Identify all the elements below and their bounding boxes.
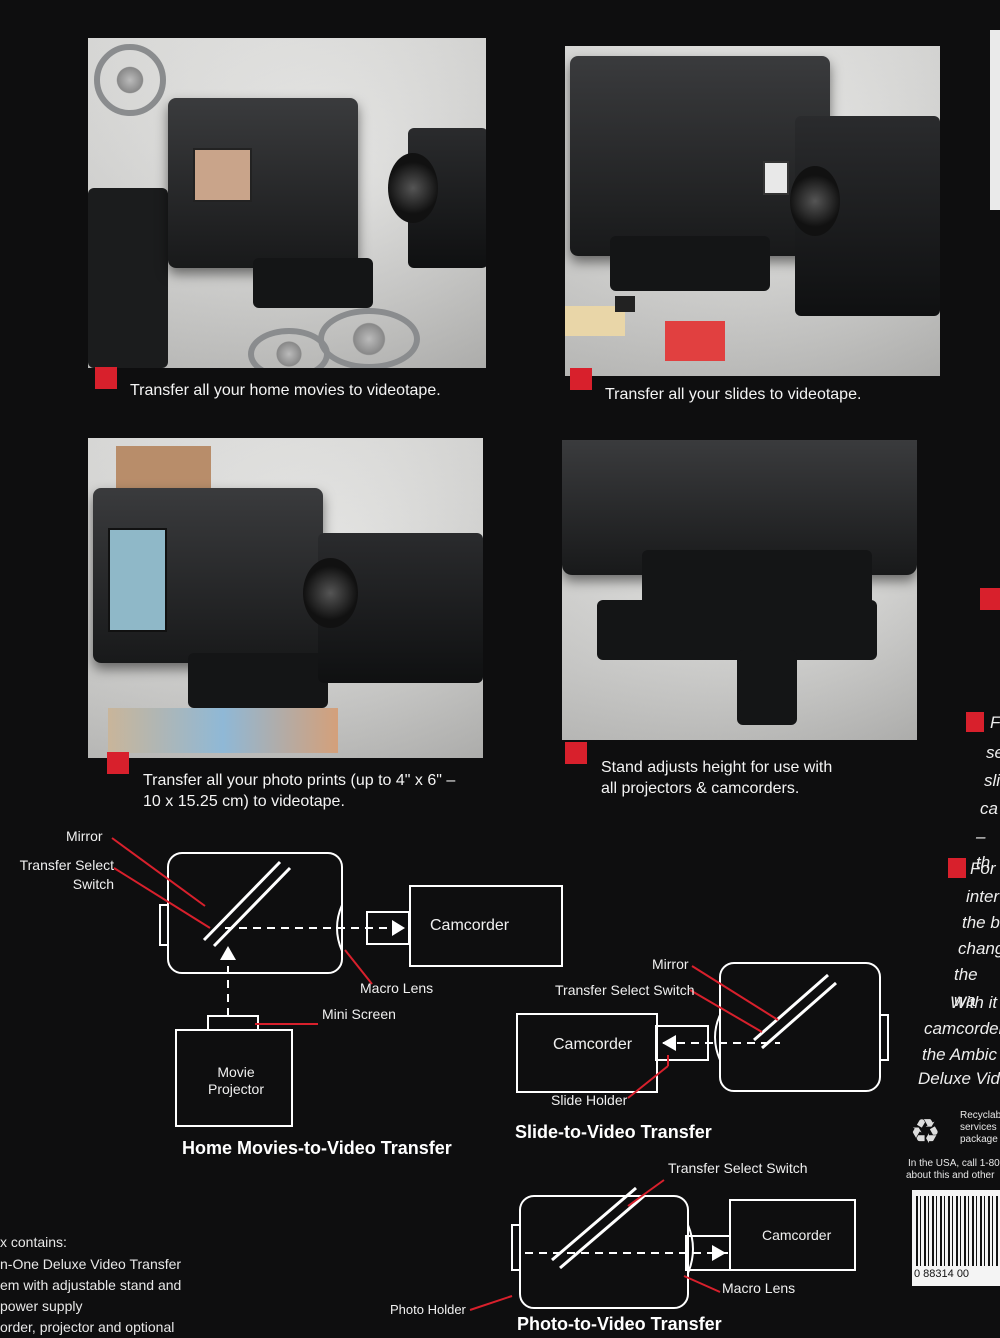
bullet-icon — [565, 742, 587, 764]
contents-line-3: em with adjustable stand and — [0, 1277, 182, 1293]
caption-slides: Transfer all your slides to videotape. — [605, 386, 862, 403]
bullet-icon — [966, 712, 984, 732]
contents-line-1: x contains: — [0, 1234, 67, 1250]
caption-stand: Stand adjusts height for use with all pr… — [601, 759, 833, 797]
edge-text: the wa — [954, 965, 978, 1010]
label-camcorder: Camcorder — [553, 1036, 633, 1053]
label-mirror: Mirror — [66, 828, 103, 844]
photo-home-movies — [88, 38, 486, 368]
edge-text: Deluxe Vid — [918, 1069, 1000, 1088]
photo-prints — [88, 438, 483, 758]
label-transfer-select-switch: Transfer Select Switch — [555, 982, 695, 998]
caption-prints: Transfer all your photo prints (up to 4"… — [143, 772, 456, 810]
contents-line-5: order, projector and optional — [0, 1319, 175, 1335]
bullet-icon — [980, 588, 1000, 610]
contents-line-4: power supply — [0, 1298, 83, 1314]
edge-strip — [990, 30, 1000, 210]
film-reel-icon — [94, 44, 166, 116]
usa-text: In the USA, call 1-80 — [908, 1158, 1000, 1169]
label-photo-holder: Photo Holder — [390, 1302, 466, 1317]
label-slide-holder: Slide Holder — [551, 1092, 628, 1108]
recycle-icon: ♻ — [910, 1113, 941, 1151]
usa-text: about this and other — [906, 1170, 995, 1181]
edge-text: sli — [984, 771, 1000, 790]
title-slide: Slide-to-Video Transfer — [515, 1122, 712, 1142]
label-transfer-select-switch: Transfer Select Switch — [668, 1160, 808, 1176]
label-macro-lens: Macro Lens — [722, 1280, 796, 1296]
label-transfer-select-switch: Transfer Select Switch — [19, 857, 114, 892]
recycle-text: Recyclab — [960, 1110, 1000, 1121]
upc-number: 0 88314 00 — [914, 1268, 970, 1280]
label-macro-lens: Macro Lens — [360, 980, 434, 996]
edge-text: ca — [980, 799, 998, 818]
edge-text: camcorder — [924, 1019, 1000, 1038]
edge-text: – th — [976, 827, 991, 872]
barcode: 0 88314 00 — [912, 1190, 1000, 1286]
recycle-text: package — [960, 1134, 998, 1145]
edge-text: the Ambic — [922, 1045, 997, 1064]
caption-movies: Transfer all your home movies to videota… — [130, 382, 441, 399]
bullet-icon — [948, 858, 966, 878]
title-photo: Photo-to-Video Transfer — [517, 1314, 722, 1334]
label-movie-projector: Movie Projector — [207, 1064, 265, 1097]
title-home-movies: Home Movies-to-Video Transfer — [182, 1138, 452, 1158]
photo-slides — [565, 46, 940, 376]
edge-text: For — [970, 859, 996, 878]
photo-stand — [562, 440, 917, 740]
edge-text: inter — [966, 887, 1000, 906]
label-camcorder: Camcorder — [430, 917, 510, 934]
bullet-icon — [95, 367, 117, 389]
edge-text: se — [986, 743, 1000, 762]
label-mini-screen: Mini Screen — [322, 1006, 396, 1022]
contents-line-2: n-One Deluxe Video Transfer — [0, 1256, 182, 1272]
bullet-icon — [107, 752, 129, 774]
label-mirror: Mirror — [652, 956, 689, 972]
edge-text: F — [990, 713, 1000, 732]
bullet-icon — [570, 368, 592, 390]
edge-text: chang — [958, 939, 1000, 958]
recycle-text: services — [960, 1122, 997, 1133]
edge-text: the b — [962, 913, 1000, 932]
label-camcorder: Camcorder — [762, 1227, 832, 1243]
edge-text: With it — [950, 993, 998, 1012]
